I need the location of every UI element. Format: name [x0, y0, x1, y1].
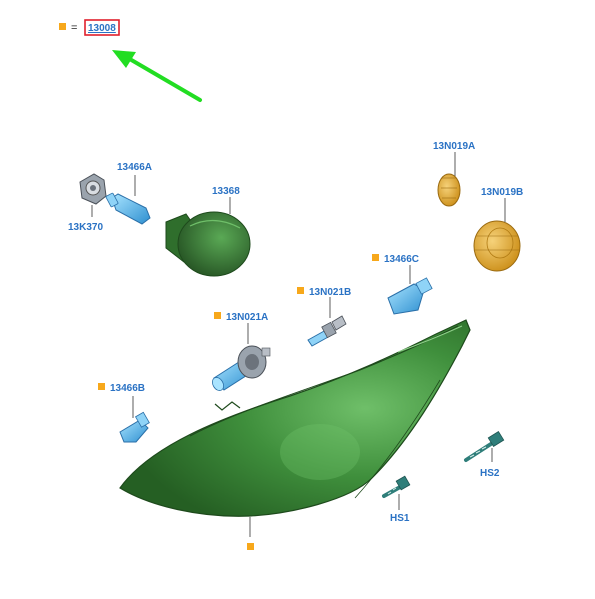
part-13N019B-amber-cap[interactable]	[473, 198, 521, 272]
part-13368-cap[interactable]	[165, 197, 251, 277]
marker-13466C	[372, 254, 379, 261]
label-HS1: HS1	[390, 513, 410, 524]
marker-13466B	[98, 383, 105, 390]
label-13N021A: 13N021A	[226, 312, 268, 323]
part-13N021A-bulb[interactable]	[210, 323, 271, 393]
part-13K370-socket[interactable]	[79, 173, 107, 217]
label-13N019A: 13N019A	[433, 141, 475, 152]
marker-13N021B	[297, 287, 304, 294]
label-13368: 13368	[212, 186, 240, 197]
pointer-arrow	[112, 50, 202, 102]
label-13K370: 13K370	[68, 222, 103, 233]
legend-part-number-link[interactable]: 13008	[88, 23, 116, 34]
label-13466A: 13466A	[117, 162, 152, 173]
headlamp-housing[interactable]	[119, 319, 471, 537]
marker-13N021A	[214, 312, 221, 319]
part-13N019A-amber-cap[interactable]	[437, 152, 461, 207]
part-13466B-bulb[interactable]	[119, 396, 150, 443]
part-HS2-screw[interactable]	[464, 431, 505, 462]
label-13N019B: 13N019B	[481, 187, 523, 198]
label-13N021B: 13N021B	[309, 287, 351, 298]
part-13N021B-bulb[interactable]	[307, 297, 347, 347]
part-13466C-bulb[interactable]	[387, 265, 433, 315]
legend: = 13008	[59, 19, 120, 36]
marker-housing	[247, 543, 254, 550]
label-13466C: 13466C	[384, 254, 419, 265]
legend-marker	[59, 23, 66, 30]
label-HS2: HS2	[480, 468, 500, 479]
legend-highlight-box	[84, 19, 120, 36]
label-13466B: 13466B	[110, 383, 145, 394]
part-HS1-screw[interactable]	[382, 475, 411, 510]
legend-equals: =	[71, 22, 77, 34]
part-13466A-bulb[interactable]	[105, 175, 151, 225]
